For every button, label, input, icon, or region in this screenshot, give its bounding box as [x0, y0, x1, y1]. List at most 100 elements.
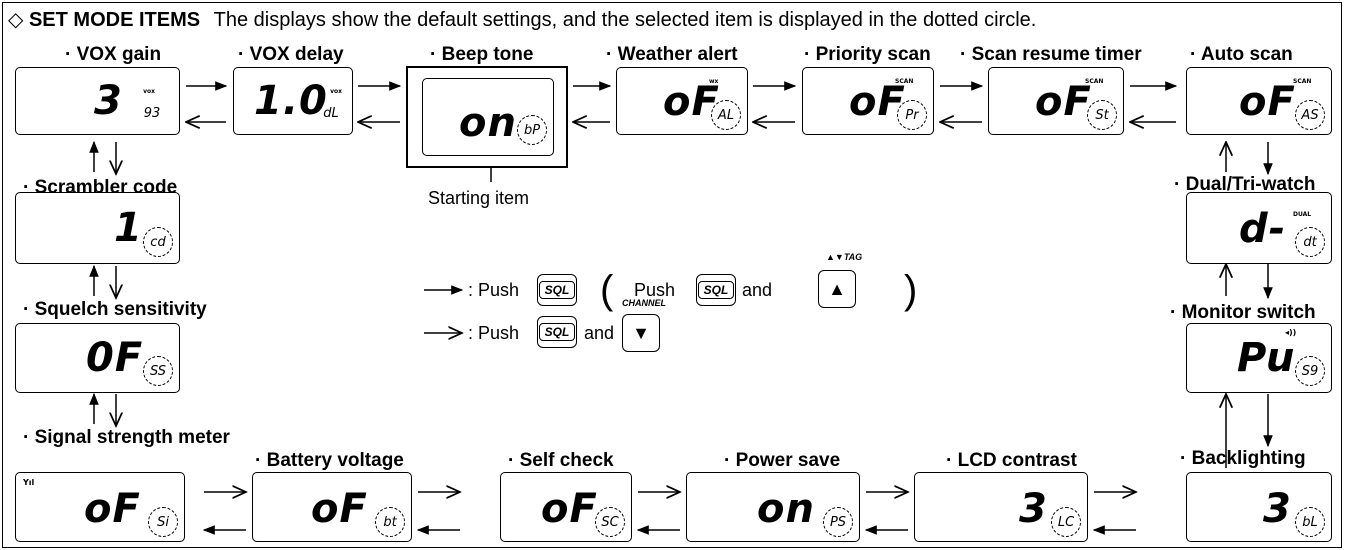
tag-label: ▲▼TAG: [826, 252, 863, 262]
label-self-check: · Self check: [508, 450, 614, 471]
sql-key: SQL: [537, 316, 577, 348]
lcd-sub-value: cd: [143, 227, 173, 257]
lcd-sub-value: bt: [375, 507, 405, 537]
label-squelch-sensitivity: · Squelch sensitivity: [23, 299, 207, 320]
dual-tag: DUAL: [1293, 211, 1312, 218]
lcd-scan-resume-timer: SCAN oF St: [988, 67, 1124, 135]
sql-key-label: SQL: [697, 281, 735, 299]
lcd-squelch-sensitivity: 0F SS: [15, 323, 180, 393]
tag-text: TAG: [843, 252, 863, 262]
lcd-scrambler-code: 1 cd: [15, 192, 180, 264]
lcd-main-value: 0F: [86, 335, 144, 381]
lcd-beep-tone: on bP: [422, 78, 554, 156]
lcd-backlighting: 3 bL: [1186, 472, 1332, 542]
sql-key-label: SQL: [538, 281, 576, 299]
channel-label: CHANNEL: [622, 298, 666, 308]
lcd-weather-alert: wx oF AL: [616, 67, 748, 135]
lcd-sub-value: LC: [1051, 507, 1081, 537]
lcd-sub-value: S9: [1295, 356, 1325, 386]
label-battery-voltage: · Battery voltage: [255, 450, 404, 471]
up-arrow-icon: ▲: [828, 278, 846, 299]
sql-key: SQL: [537, 274, 577, 306]
label-backlighting: · Backlighting: [1180, 448, 1306, 469]
lcd-main-value: on: [757, 486, 815, 532]
header: ◇ SET MODE ITEMS The displays show the d…: [8, 7, 1036, 32]
lcd-main-value: oF: [663, 79, 720, 125]
sql-key-label: SQL: [538, 323, 576, 341]
legend-push-label: : Push: [468, 323, 520, 343]
lcd-main-value: d-: [1239, 206, 1287, 252]
legend-and: and: [742, 280, 773, 300]
lcd-main-value: oF: [849, 79, 906, 125]
label-power-save: · Power save: [724, 450, 841, 471]
lcd-sub-value: bP: [517, 115, 547, 145]
lcd-auto-scan: SCAN oF AS: [1186, 67, 1332, 135]
up-key: ▲: [818, 270, 856, 308]
label-auto-scan: · Auto scan: [1190, 44, 1293, 65]
lcd-main-value: oF: [1239, 79, 1296, 125]
lcd-main-value: Pu: [1237, 335, 1296, 381]
speaker-icon: ◂)): [1285, 328, 1297, 337]
header-description: The displays show the default settings, …: [213, 9, 1037, 31]
lcd-sub-value: AL: [711, 100, 741, 130]
lcd-main-value: oF: [84, 486, 141, 532]
lcd-main-value: oF: [1035, 79, 1092, 125]
label-beep-tone: · Beep tone: [430, 44, 534, 65]
signal-bars-icon: Yıl: [23, 478, 35, 487]
close-paren: ): [904, 268, 918, 312]
lcd-sub-value: Si: [148, 507, 178, 537]
label-weather-alert: · Weather alert: [606, 44, 738, 65]
lcd-signal-strength-meter: Yıl oF Si: [15, 472, 185, 542]
label-vox-gain: · VOX gain: [65, 44, 162, 65]
vox-tag: vox: [330, 88, 342, 95]
label-vox-delay: · VOX delay: [238, 44, 344, 65]
wx-tag: wx: [709, 78, 719, 85]
lcd-power-save: on PS: [686, 472, 860, 542]
lcd-sub-value: dL: [323, 105, 339, 121]
sql-key: SQL: [696, 274, 736, 306]
lcd-main-value: 3: [1019, 486, 1048, 532]
lcd-sub-value: St: [1087, 100, 1117, 130]
diamond-icon: ◇: [8, 9, 24, 31]
lcd-main-value: oF: [541, 486, 598, 532]
header-title: SET MODE ITEMS: [28, 9, 201, 31]
lcd-vox-delay: vox 1.0 dL: [233, 67, 353, 135]
starting-item-label: Starting item: [428, 188, 530, 208]
label-scan-resume-timer: · Scan resume timer: [960, 44, 1142, 65]
lcd-sub-value: 93: [143, 105, 161, 121]
lcd-main-value: 1.0: [254, 78, 328, 124]
lcd-main-value: on: [459, 100, 517, 146]
down-key: ▼: [622, 314, 660, 352]
lcd-sub-value: SS: [143, 356, 173, 386]
lcd-sub-value: dt: [1295, 227, 1325, 257]
lcd-monitor-switch: ◂)) Pu S9: [1186, 323, 1332, 393]
lcd-priority-scan: SCAN oF Pr: [802, 67, 934, 135]
lcd-battery-voltage: oF bt: [252, 472, 412, 542]
open-paren: (: [600, 268, 614, 312]
label-priority-scan: · Priority scan: [804, 44, 931, 65]
lcd-lcd-contrast: 3 LC: [914, 472, 1088, 542]
label-monitor-switch: · Monitor switch: [1170, 302, 1316, 323]
down-arrow-icon: ▼: [632, 322, 650, 343]
lcd-main-value: 3: [94, 78, 123, 124]
label-signal-strength-meter: · Signal strength meter: [23, 427, 230, 448]
lcd-main-value: oF: [311, 486, 368, 532]
legend-and: and: [584, 323, 615, 343]
scan-tag: SCAN: [1085, 78, 1104, 85]
scan-tag: SCAN: [1293, 78, 1312, 85]
lcd-vox-gain: vox 3 93: [15, 67, 180, 135]
lcd-sub-value: bL: [1295, 507, 1325, 537]
lcd-sub-value: AS: [1295, 100, 1325, 130]
lcd-sub-value: SC: [595, 507, 625, 537]
lcd-sub-value: Pr: [897, 100, 927, 130]
legend-inner-push: Push: [634, 280, 676, 300]
lcd-sub-value: PS: [823, 507, 853, 537]
lcd-self-check: oF SC: [500, 472, 632, 542]
lcd-main-value: 3: [1263, 486, 1292, 532]
vox-tag: vox: [143, 88, 155, 95]
legend-push-label: : Push: [468, 280, 520, 300]
scan-tag: SCAN: [895, 78, 914, 85]
lcd-dual-tri-watch: DUAL d- dt: [1186, 192, 1332, 264]
